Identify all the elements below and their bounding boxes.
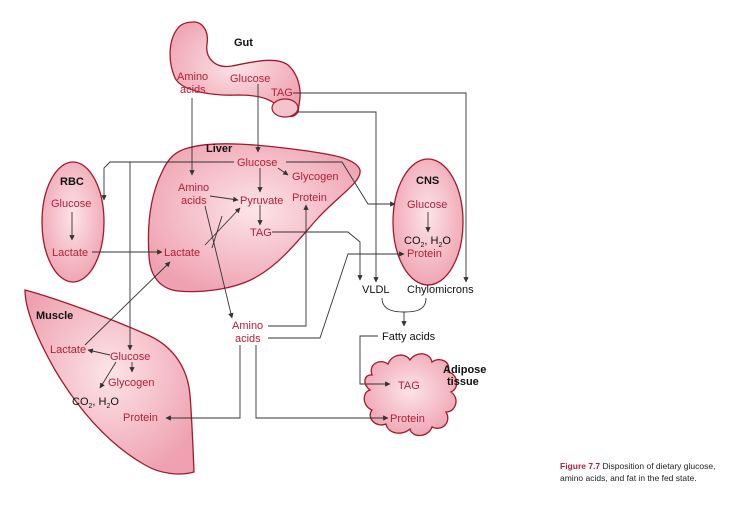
cns-glucose-label: Glucose: [407, 199, 447, 211]
pathway-lines: [69, 84, 469, 421]
muscle-protein-label: Protein: [123, 412, 158, 424]
gut-glucose-label: Glucose: [230, 73, 270, 85]
adipose-protein-label: Protein: [390, 413, 425, 425]
adipose-tag-label: TAG: [398, 380, 420, 392]
rbc-lactate-label: Lactate: [52, 247, 88, 259]
muscle-glycogen-label: Glycogen: [108, 377, 154, 389]
figure-caption: Figure 7.7 Disposition of dietary glucos…: [560, 460, 740, 484]
cns-co2-h2o-label: CO2, H2O: [404, 235, 451, 249]
rbc-shape: [41, 161, 105, 283]
liver-amino-label: Amino: [178, 182, 209, 194]
gut-amino-label: Amino: [177, 71, 208, 83]
liver-shape: [147, 143, 361, 293]
fatty-acids-label: Fatty acids: [382, 331, 436, 343]
cns-title: CNS: [416, 175, 439, 187]
figure-caption-text: Disposition of dietary glucose, amino ac…: [560, 461, 716, 483]
liver-acids-label: acids: [181, 195, 207, 207]
gut-acids-label: acids: [180, 84, 206, 96]
vldl-label: VLDL: [362, 284, 390, 296]
blood-acids-label: acids: [235, 333, 261, 345]
liver-protein-label: Protein: [292, 192, 327, 204]
liver-tag-label: TAG: [250, 227, 272, 239]
blood-amino-label: Amino: [232, 320, 263, 332]
liver-glucose-label: Glucose: [237, 157, 277, 169]
rbc-title: RBC: [60, 176, 84, 188]
adipose-title-1: Adipose: [443, 364, 486, 376]
rbc-glucose-label: Glucose: [51, 198, 91, 210]
gut-shape: [169, 21, 301, 118]
adipose-title-2: tissue: [447, 376, 479, 388]
muscle-glucose-label: Glucose: [110, 351, 150, 363]
adipose-shape: [363, 353, 458, 437]
muscle-lactate-label: Lactate: [50, 344, 86, 356]
muscle-shape: [24, 289, 195, 475]
liver-lactate-label: Lactate: [164, 247, 200, 259]
gut-tag-label: TAG: [271, 87, 293, 99]
figure-label: Figure 7.7: [560, 461, 601, 471]
muscle-title: Muscle: [36, 310, 73, 322]
cns-protein-label: Protein: [407, 248, 442, 260]
liver-pyruvate-label: Pyruvate: [240, 195, 283, 207]
liver-title: Liver: [206, 143, 233, 155]
chylomicrons-label: Chylomicrons: [407, 284, 474, 296]
liver-glycogen-label: Glycogen: [292, 171, 338, 183]
gut-end: [271, 98, 299, 118]
gut-title: Gut: [234, 37, 253, 49]
muscle-co2-h2o-label: CO2, H2O: [72, 396, 119, 410]
